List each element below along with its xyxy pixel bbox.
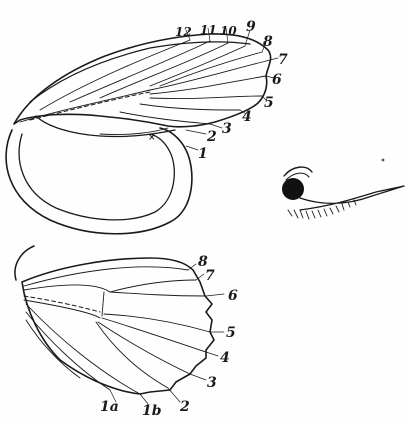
forewing-label-1: 1 [198, 146, 208, 162]
hindwing-label-1a: 1a [100, 399, 119, 415]
forewing-label-12: 12 [175, 25, 192, 39]
dot-mark [382, 159, 385, 162]
forewing-label-3: 3 [222, 121, 232, 137]
hindwing-vein-8 [24, 267, 188, 286]
hindwing-label-2: 2 [179, 399, 190, 415]
forewing-label-7: 7 [278, 52, 288, 68]
hindwing-cross-vein [102, 292, 104, 316]
eye-icon [282, 178, 304, 200]
forewing-label-2: 2 [206, 129, 217, 145]
forewing: × [6, 28, 278, 234]
hindwing-label-1b: 1b [142, 403, 162, 419]
forewing-label-10: 10 [220, 24, 237, 38]
forewing-label-11: 11 [200, 23, 217, 37]
vein-5 [150, 96, 262, 99]
hindwing-vein-anal [26, 320, 80, 378]
hindwing-label-5: 5 [226, 325, 236, 341]
forewing-label-8: 8 [263, 34, 273, 50]
hindwing-vein-5 [104, 314, 210, 332]
hindwing-label-7: 7 [205, 268, 215, 284]
hindwing [15, 246, 224, 404]
hindwing-label-3: 3 [207, 375, 217, 391]
vein-9 [150, 46, 245, 86]
vein-4 [140, 104, 240, 110]
forewing-label-5: 5 [264, 95, 274, 111]
hindwing-vein-2 [96, 322, 168, 388]
forewing-vein-labels: 12 11 10 9 8 7 6 5 4 3 2 1 [175, 19, 288, 162]
hindwing-cell-upper [24, 285, 110, 292]
head-detail [282, 159, 404, 219]
forewing-label-9: 9 [246, 19, 256, 35]
antenna-arc [284, 167, 312, 176]
hindwing-vein-6 [110, 292, 206, 296]
cross-mark: × [148, 133, 156, 143]
hindwing-discal-cell [24, 296, 100, 312]
hindwing-label-6: 6 [228, 288, 238, 304]
hindwing-label-4: 4 [220, 350, 230, 366]
forewing-label-6: 6 [272, 72, 282, 88]
forewing-hook-inner [19, 134, 174, 220]
palpus [300, 186, 404, 210]
hindwing-vein-7 [110, 280, 196, 292]
hindwing-vein-3 [98, 322, 190, 374]
forewing-label-4: 4 [242, 109, 252, 125]
hindwing-shoulder [15, 246, 34, 280]
hindwing-vein-1b [26, 304, 140, 394]
vein-3 [120, 112, 210, 124]
